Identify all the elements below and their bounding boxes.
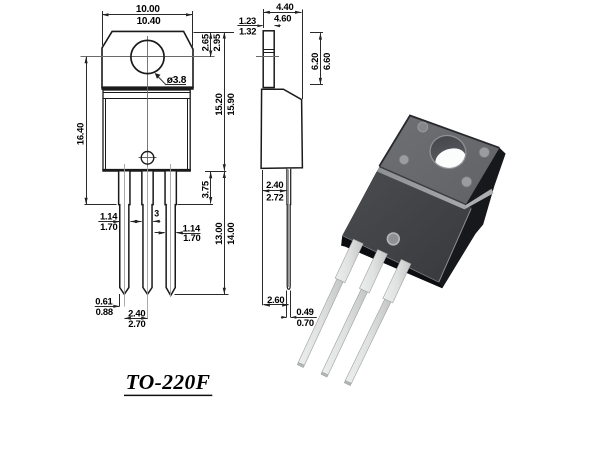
svg-text:2.72: 2.72 — [266, 192, 283, 203]
svg-text:10.00: 10.00 — [136, 4, 160, 15]
svg-text:14.00: 14.00 — [225, 223, 236, 245]
svg-text:13.00: 13.00 — [213, 223, 224, 245]
svg-text:3: 3 — [154, 208, 159, 218]
svg-text:1.32: 1.32 — [239, 25, 256, 36]
svg-text:1.14: 1.14 — [100, 210, 118, 221]
svg-text:4.40: 4.40 — [276, 1, 293, 12]
svg-text:1.70: 1.70 — [183, 232, 200, 243]
svg-text:15.90: 15.90 — [225, 93, 236, 115]
svg-text:2.40: 2.40 — [128, 307, 145, 318]
svg-text:10.40: 10.40 — [137, 16, 161, 27]
svg-text:2.95: 2.95 — [211, 34, 222, 51]
svg-text:2.60: 2.60 — [267, 294, 284, 305]
svg-text:TO-220F: TO-220F — [126, 370, 211, 394]
svg-text:1.23: 1.23 — [239, 15, 256, 26]
svg-text:0.61: 0.61 — [95, 296, 112, 307]
svg-text:6.20: 6.20 — [309, 53, 320, 70]
svg-text:ø3.8: ø3.8 — [167, 75, 187, 86]
svg-text:6.60: 6.60 — [321, 53, 332, 70]
svg-text:0.49: 0.49 — [296, 306, 313, 317]
svg-text:3.75: 3.75 — [199, 181, 210, 198]
svg-text:2.70: 2.70 — [128, 318, 145, 329]
svg-text:0.88: 0.88 — [96, 306, 113, 317]
svg-text:1.14: 1.14 — [183, 223, 201, 234]
svg-text:16.40: 16.40 — [74, 123, 85, 145]
svg-text:15.20: 15.20 — [213, 93, 224, 115]
svg-text:2.40: 2.40 — [266, 179, 283, 190]
svg-text:0.70: 0.70 — [297, 317, 314, 328]
svg-text:4.60: 4.60 — [274, 12, 291, 23]
svg-text:2.65: 2.65 — [199, 34, 210, 51]
svg-text:1.70: 1.70 — [100, 221, 117, 232]
